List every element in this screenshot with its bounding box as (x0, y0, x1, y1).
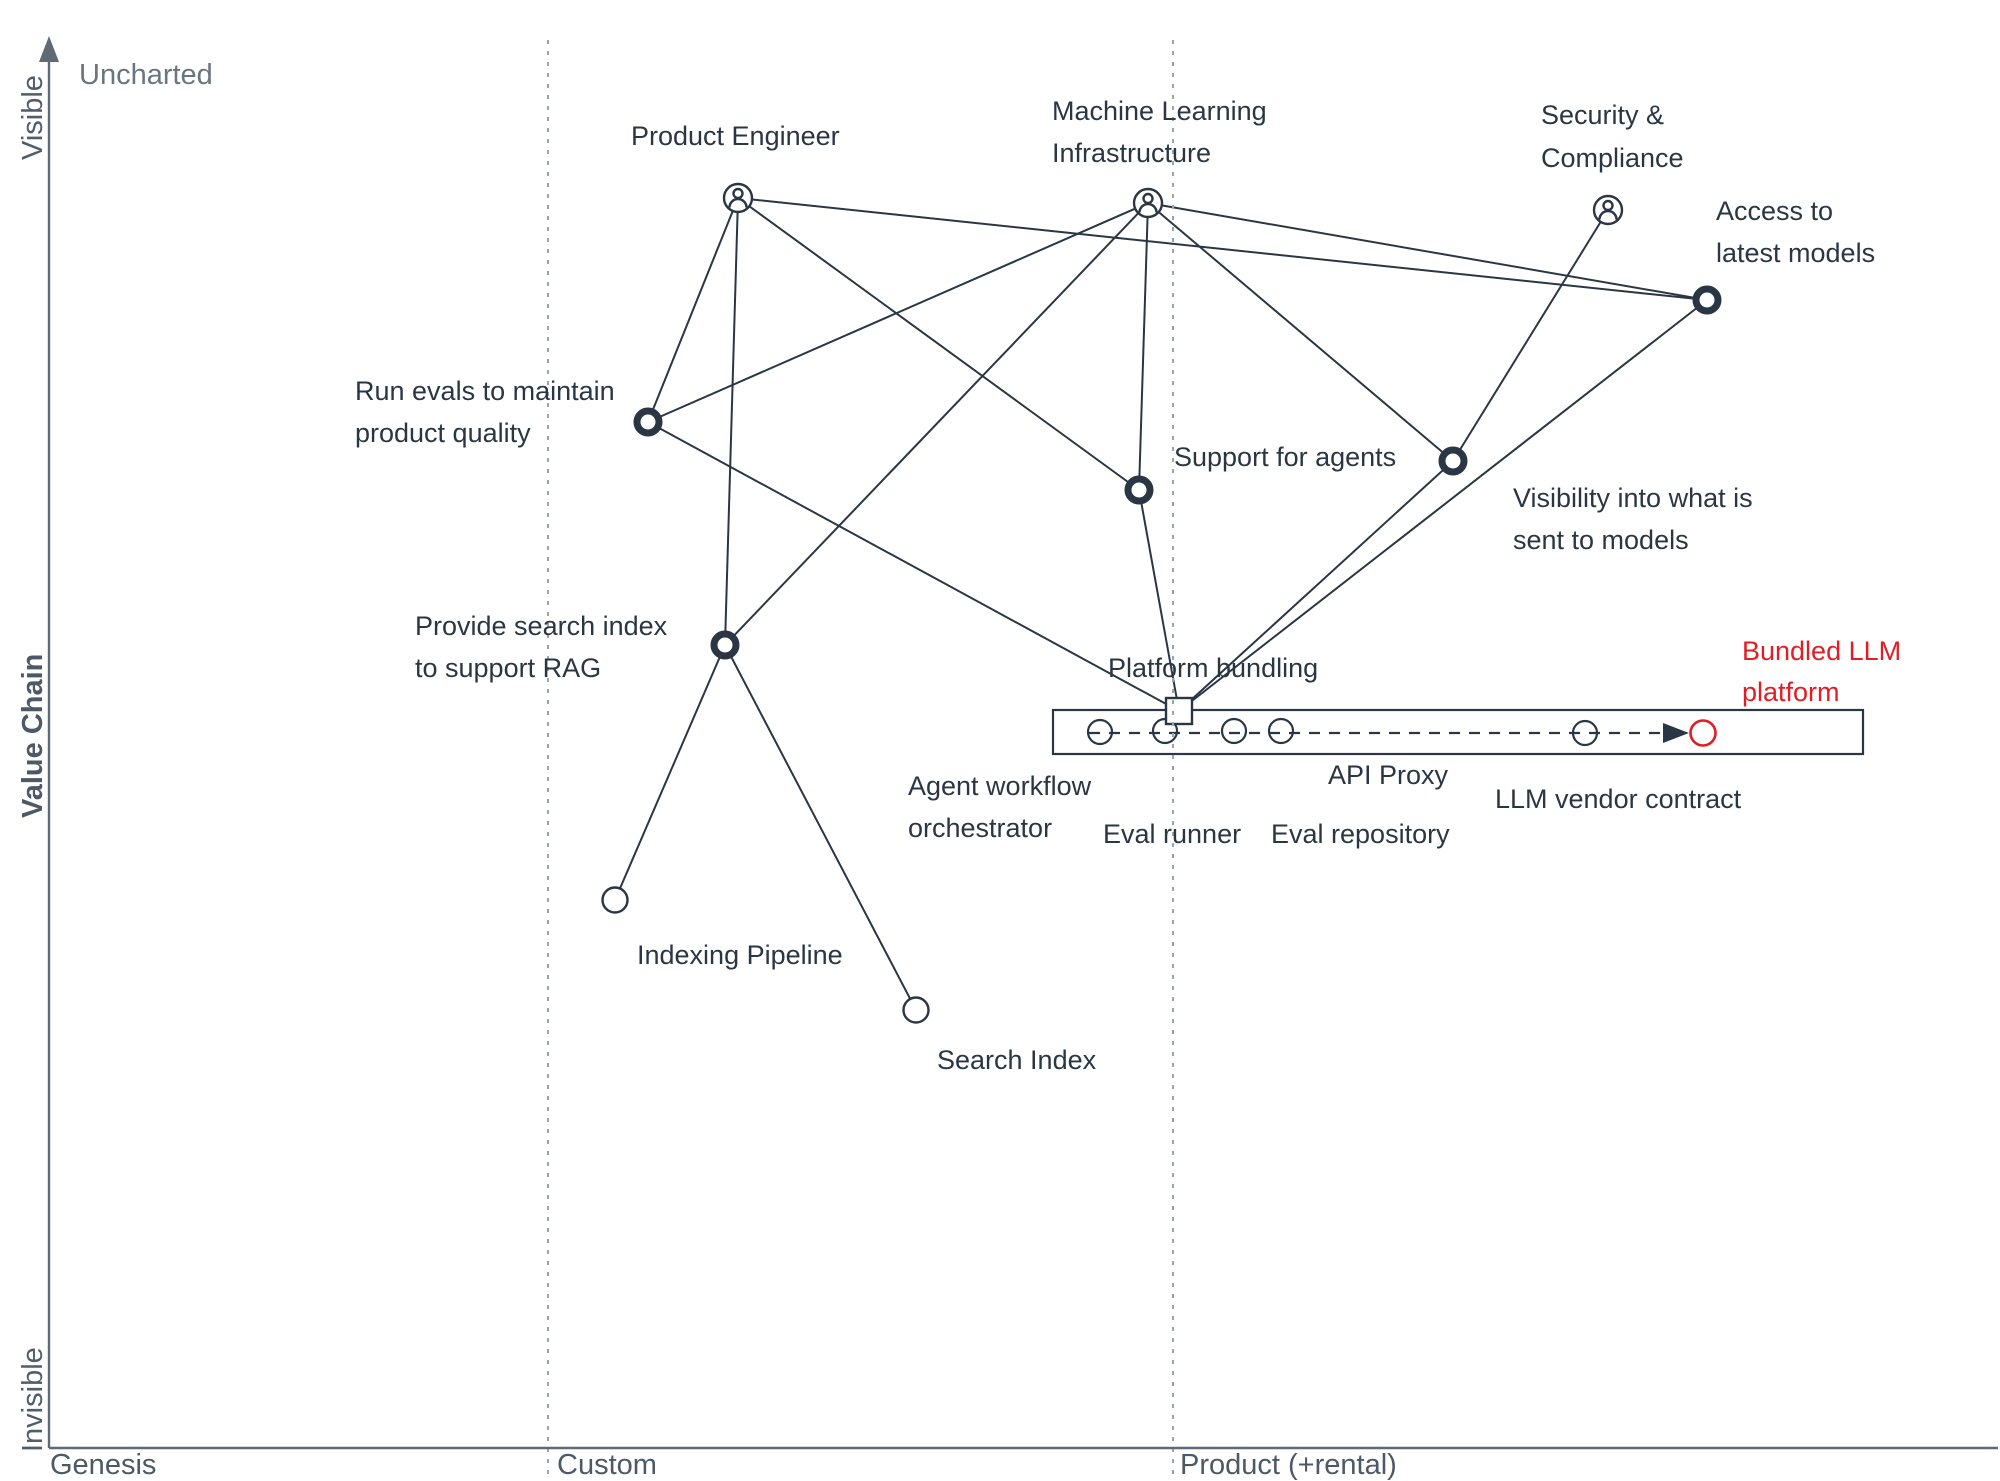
product-rental-label: Product (+rental) (1180, 1449, 1397, 1481)
invisible-label: Invisible (17, 1347, 49, 1452)
llm-vendor-contract-node[interactable] (1571, 719, 1599, 747)
visibility-label-2: sent to models (1513, 525, 1689, 555)
edge-mli-searchrag (724, 202, 1149, 646)
support-for-agents-node[interactable] (1124, 475, 1154, 505)
edge-visibility-platform (1178, 460, 1454, 712)
search-rag-node[interactable] (710, 630, 740, 660)
edge-runevals-platform (647, 421, 1180, 712)
indexing-pipeline-node[interactable] (601, 886, 629, 914)
ml-infrastructure-label-1: Machine Learning (1052, 96, 1267, 126)
platform-bundling-node[interactable] (1164, 696, 1194, 726)
custom-label: Custom (557, 1449, 657, 1481)
security-compliance-label-1: Security & (1541, 100, 1664, 130)
run-evals-node[interactable] (633, 407, 663, 437)
bundled-llm-platform-node[interactable] (1689, 719, 1717, 747)
eval-runner-label: Eval runner (1103, 819, 1241, 849)
ml-infrastructure-label-2: Infrastructure (1052, 138, 1211, 168)
product-engineer-icon[interactable] (722, 182, 754, 214)
eval-repository-node[interactable] (1220, 717, 1248, 745)
edge-pe-support (737, 197, 1140, 491)
edge-mli-support (1138, 202, 1149, 491)
edge-searchrag-indexing (614, 644, 726, 901)
api-proxy-label: API Proxy (1328, 760, 1449, 790)
edge-pe-searchrag (724, 197, 739, 646)
llm-vendor-contract-label: LLM vendor contract (1495, 784, 1742, 814)
run-evals-label-2: product quality (355, 418, 531, 448)
value-chain-label: Value Chain (17, 654, 49, 818)
bundled-llm-label-2: platform (1742, 677, 1840, 707)
access-models-label-2: latest models (1716, 238, 1875, 268)
access-latest-models-node[interactable] (1692, 285, 1722, 315)
visibility-label-1: Visibility into what is (1513, 483, 1753, 513)
search-rag-label-1: Provide search index (415, 611, 668, 641)
edge-sc-visibility (1452, 209, 1609, 462)
visible-label: Visible (17, 75, 49, 160)
platform-bundling-label: Platform bundling (1108, 653, 1318, 683)
search-index-node[interactable] (902, 996, 930, 1024)
visibility-node[interactable] (1438, 446, 1468, 476)
edge-pe-access (737, 197, 1708, 301)
edge-access-platform (1178, 299, 1708, 712)
agent-workflow-label-1: Agent workflow (908, 771, 1092, 801)
access-models-label-1: Access to (1716, 196, 1833, 226)
edge-searchrag-searchindex (724, 644, 917, 1011)
support-agents-label: Support for agents (1174, 442, 1396, 472)
bundled-llm-label-1: Bundled LLM (1742, 636, 1901, 666)
y-axis-arrow-icon (39, 36, 59, 62)
evolution-arrowhead-icon (1663, 723, 1689, 743)
security-compliance-label-2: Compliance (1541, 143, 1684, 173)
search-index-label: Search Index (937, 1045, 1097, 1075)
ml-infrastructure-icon[interactable] (1132, 187, 1164, 219)
edge-group (614, 197, 1708, 1011)
indexing-pipeline-label: Indexing Pipeline (637, 940, 843, 970)
uncharted-label: Uncharted (79, 59, 213, 91)
edge-mli-runevals (647, 202, 1149, 423)
run-evals-label-1: Run evals to maintain (355, 376, 615, 406)
edge-mli-visibility (1147, 202, 1454, 462)
agent-workflow-orchestrator-node[interactable] (1086, 718, 1114, 746)
eval-repository-label: Eval repository (1271, 819, 1450, 849)
edge-support-platform (1138, 489, 1180, 712)
edge-mli-access (1147, 202, 1708, 301)
search-rag-label-2: to support RAG (415, 653, 601, 683)
agent-workflow-label-2: orchestrator (908, 813, 1052, 843)
security-compliance-icon[interactable] (1592, 194, 1624, 226)
api-proxy-node[interactable] (1267, 717, 1295, 745)
product-engineer-label: Product Engineer (631, 121, 840, 151)
edge-pe-runevals (647, 197, 739, 423)
genesis-label: Genesis (50, 1449, 156, 1481)
